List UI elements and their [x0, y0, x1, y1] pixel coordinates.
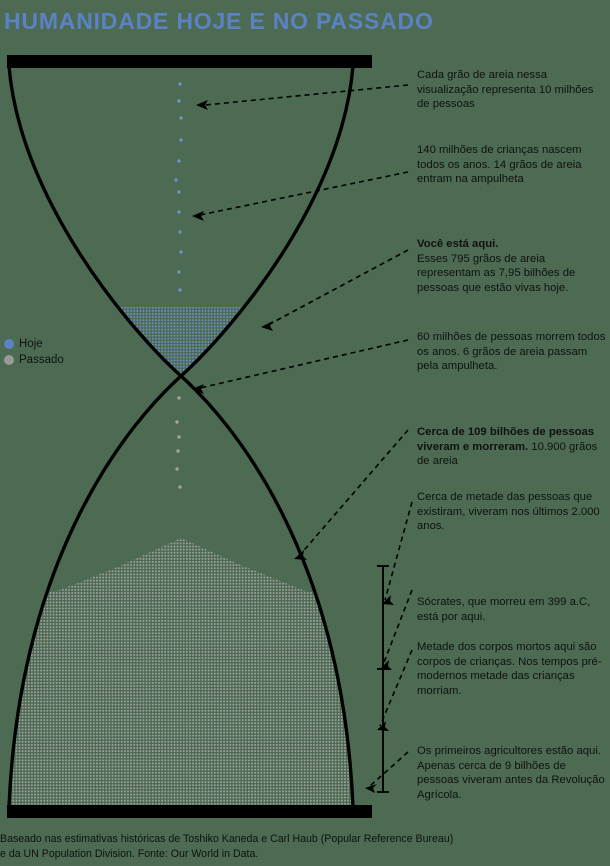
measure-bracket-lower: [377, 669, 389, 793]
leader-lines: [199, 84, 413, 787]
hourglass-outline: [7, 64, 355, 809]
annotation-total-dead: Cerca de 109 bilhões de pessoas viveram …: [417, 425, 607, 469]
annotation-text: Os primeiros agricultores estão aqui. Ap…: [417, 745, 605, 801]
annotation-children: Metade dos corpos mortos aqui são corpos…: [417, 640, 607, 698]
annotation-text: Metade dos corpos mortos aqui são corpos…: [417, 641, 602, 697]
legend: Hoje Passado: [4, 336, 64, 368]
annotation-text: 10.900 grãos de areia: [417, 440, 598, 468]
annotation-text: Cerca de metade das pessoas que existira…: [417, 491, 600, 533]
measure-bracket-upper: [377, 565, 389, 670]
annotation-bold: Cerca de 109 bilhões de pessoas viveram …: [417, 426, 595, 453]
annotation-grain-scale: Cada grão de areia nessa visualização re…: [417, 68, 607, 112]
annotation-you-are-here: Você está aqui. Esses 795 grãos de areia…: [417, 237, 607, 295]
legend-label: Passado: [19, 354, 64, 366]
footer-line-2: e da UN Population Division. Fonte: Our …: [0, 848, 259, 860]
annotation-births: 140 milhões de crianças nascem todos os …: [417, 143, 607, 187]
falling-grains-today: [174, 82, 183, 292]
page-title: HUMANIDADE HOJE E NO PASSADO: [4, 8, 434, 34]
footer-source: Baseado nas estimativas históricas de To…: [0, 832, 610, 862]
annotation-text: Esses 795 grãos de areia representam as …: [417, 252, 576, 294]
annotation-bold: Você está aqui.: [417, 238, 499, 250]
sand-past-lower: [9, 538, 353, 806]
legend-item-passado: Passado: [4, 352, 64, 368]
annotation-socrates: Sócrates, que morreu em 399 a.C, está po…: [417, 595, 607, 624]
annotation-text: Cada grão de areia nessa visualização re…: [417, 69, 594, 111]
legend-label: Hoje: [19, 338, 43, 350]
annotation-deaths: 60 milhões de pessoas morrem todos os an…: [417, 330, 607, 374]
legend-item-hoje: Hoje: [4, 336, 64, 352]
annotation-text: Sócrates, que morreu em 399 a.C, está po…: [417, 596, 591, 623]
circle-icon: [4, 355, 14, 365]
leader-arrowheads: [192, 100, 394, 793]
falling-grains-past: [175, 396, 182, 489]
footer-line-1: Baseado nas estimativas históricas de To…: [0, 833, 454, 845]
annotation-text: 60 milhões de pessoas morrem todos os an…: [417, 331, 606, 373]
annotation-farmers: Os primeiros agricultores estão aqui. Ap…: [417, 744, 607, 802]
circle-icon: [4, 339, 14, 349]
annotation-text: 140 milhões de crianças nascem todos os …: [417, 144, 582, 186]
hourglass-bottom-cap: [7, 805, 372, 818]
hourglass-top-cap: [7, 55, 372, 68]
annotation-half-recent: Cerca de metade das pessoas que existira…: [417, 490, 607, 534]
